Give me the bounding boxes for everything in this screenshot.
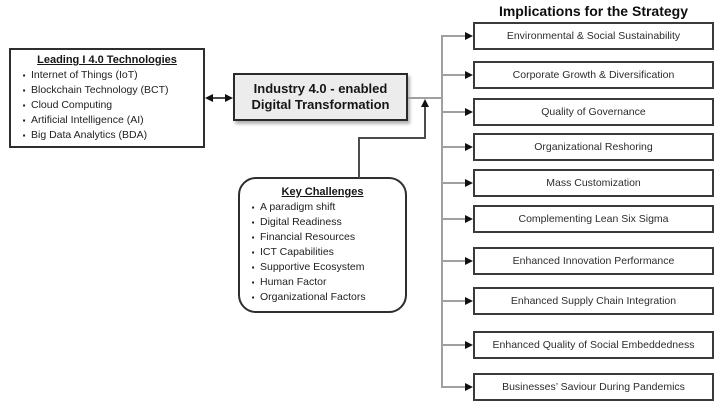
strategy-box: Quality of Governance [473, 98, 714, 126]
branch-line [441, 182, 466, 184]
technology-list-item: ▪Artificial Intelligence (AI) [17, 113, 197, 128]
branch-line [441, 146, 466, 148]
bullet-icon: ▪ [251, 218, 255, 227]
technology-list-item: ▪Blockchain Technology (BCT) [17, 83, 197, 98]
bullet-icon: ▪ [22, 71, 26, 80]
branch-line [441, 111, 466, 113]
strategy-box: Enhanced Supply Chain Integration [473, 287, 714, 315]
center-spine-connector-line [408, 97, 443, 99]
bullet-icon: ▪ [22, 116, 26, 125]
bullet-icon: ▪ [22, 101, 26, 110]
bullet-icon: ▪ [251, 278, 255, 287]
key-challenges-title: Key Challenges [281, 186, 364, 198]
strategy-spine-line [441, 35, 443, 388]
challenge-list-item: ▪Human Factor [246, 275, 399, 290]
branch-line [441, 300, 466, 302]
challenge-list-item: ▪Organizational Factors [246, 290, 399, 305]
branch-line [441, 260, 466, 262]
technology-list-item: ▪Big Data Analytics (BDA) [17, 128, 197, 143]
branch-line [441, 35, 466, 37]
bullet-icon: ▪ [22, 86, 26, 95]
arrowhead-right-icon [465, 32, 473, 40]
arrowhead-right-icon [465, 215, 473, 223]
branch-line [441, 74, 466, 76]
key-challenges-box: Key Challenges ▪A paradigm shift ▪Digita… [238, 177, 407, 313]
strategy-section-title: Implications for the Strategy [498, 3, 689, 19]
central-box-line2: Digital Transformation [251, 97, 390, 112]
central-transformation-box: Industry 4.0 - enabled Digital Transform… [233, 73, 408, 121]
technology-list-item: ▪Internet of Things (IoT) [17, 68, 197, 83]
strategy-box: Organizational Reshoring [473, 133, 714, 161]
challenge-list-item: ▪Supportive Ecosystem [246, 260, 399, 275]
bullet-icon: ▪ [251, 203, 255, 212]
arrowhead-left-icon [205, 94, 213, 102]
bullet-icon: ▪ [251, 293, 255, 302]
challenge-list-item: ▪Financial Resources [246, 230, 399, 245]
arrowhead-right-icon [465, 179, 473, 187]
strategy-box: Enhanced Innovation Performance [473, 247, 714, 275]
key-challenges-list: ▪A paradigm shift ▪Digital Readiness ▪Fi… [246, 200, 399, 305]
strategy-box: Mass Customization [473, 169, 714, 197]
strategy-box: Enhanced Quality of Social Embeddedness [473, 331, 714, 359]
bullet-icon: ▪ [251, 248, 255, 257]
technologies-list: ▪Internet of Things (IoT) ▪Blockchain Te… [17, 68, 197, 143]
arrowhead-right-icon [225, 94, 233, 102]
challenges-connector-vertical [358, 137, 360, 178]
strategy-box: Businesses’ Saviour During Pandemics [473, 373, 714, 401]
bullet-icon: ▪ [251, 233, 255, 242]
arrowhead-right-icon [465, 143, 473, 151]
bullet-icon: ▪ [251, 263, 255, 272]
arrowhead-right-icon [465, 108, 473, 116]
technology-list-item: ▪Cloud Computing [17, 98, 197, 113]
technologies-box-title: Leading I 4.0 Technologies [37, 54, 177, 66]
arrowhead-right-icon [465, 71, 473, 79]
strategy-box: Environmental & Social Sustainability [473, 22, 714, 50]
challenge-list-item: ▪ICT Capabilities [246, 245, 399, 260]
bullet-icon: ▪ [22, 131, 26, 140]
central-box-line1: Industry 4.0 - enabled [253, 81, 388, 96]
arrowhead-right-icon [465, 341, 473, 349]
arrowhead-up-icon [421, 99, 429, 107]
strategy-box: Complementing Lean Six Sigma [473, 205, 714, 233]
branch-line [441, 218, 466, 220]
strategy-box: Corporate Growth & Diversification [473, 61, 714, 89]
arrowhead-right-icon [465, 383, 473, 391]
challenge-list-item: ▪Digital Readiness [246, 215, 399, 230]
challenges-connector-vertical-up [424, 107, 426, 139]
challenges-connector-horizontal [358, 137, 426, 139]
technologies-box: Leading I 4.0 Technologies ▪Internet of … [9, 48, 205, 148]
left-center-connector-line [210, 97, 230, 99]
arrowhead-right-icon [465, 257, 473, 265]
arrowhead-right-icon [465, 297, 473, 305]
challenge-list-item: ▪A paradigm shift [246, 200, 399, 215]
branch-line [441, 386, 466, 388]
branch-line [441, 344, 466, 346]
